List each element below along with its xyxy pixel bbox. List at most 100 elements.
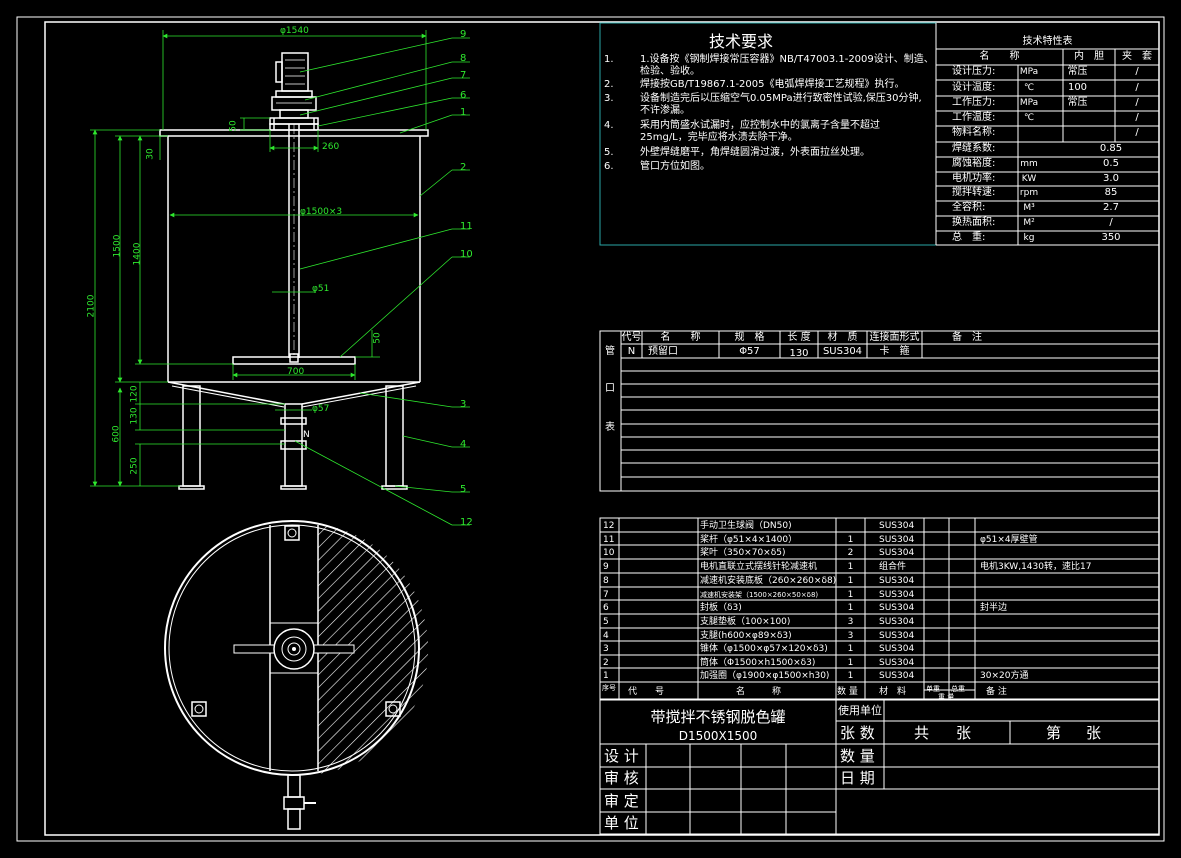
tech-req-item-5: 5. 外壁焊缝磨平，角焊缝圆滑过渡，外表面拉丝处理。 bbox=[604, 147, 934, 161]
elevation-view bbox=[159, 52, 429, 490]
spec-row-jacket: / bbox=[1135, 112, 1139, 123]
spec-row-inner: 常压 bbox=[1067, 66, 1088, 77]
bom-row-name: 桨杆（φ51×4×1400） bbox=[700, 535, 798, 545]
tech-req-no: 2. bbox=[604, 79, 614, 90]
tb-total: 共 bbox=[914, 724, 930, 742]
balloon-6: 6 bbox=[460, 90, 467, 101]
nozzle-side-label-1: 管 bbox=[605, 346, 615, 357]
bom-row-note: 封半边 bbox=[980, 603, 1008, 613]
bom-row-no: 10 bbox=[603, 548, 615, 558]
bom-row-mat: SUS304 bbox=[879, 576, 915, 586]
spec-row-name: 设计温度: bbox=[952, 82, 996, 93]
spec-row-value: 3.0 bbox=[1103, 173, 1119, 184]
spec-row-value: 0.5 bbox=[1103, 158, 1119, 169]
spec-row-jacket: / bbox=[1135, 82, 1139, 93]
balloon-10: 10 bbox=[460, 249, 473, 260]
tech-req-no: 1. bbox=[604, 54, 614, 65]
tech-req-no: 6. bbox=[604, 161, 614, 172]
bom-row-no: 11 bbox=[603, 535, 615, 545]
dim-blade-width: 700 bbox=[287, 367, 305, 377]
bom-row-qty: 2 bbox=[847, 548, 854, 558]
tb-use-unit: 使用单位 bbox=[838, 704, 882, 717]
spec-row-jacket: / bbox=[1135, 66, 1139, 77]
tb-date: 日 期 bbox=[840, 769, 875, 787]
spec-row-value: / bbox=[1109, 217, 1113, 228]
spec-row-name: 电机功率: bbox=[952, 173, 996, 184]
nozzle-header-note: 备 注 bbox=[952, 332, 982, 343]
tech-req-item-2: 2. 焊接按GB/T19867.1-2005《电弧焊焊接工艺规程》执行。 bbox=[604, 79, 934, 93]
bom-header-total-weight: 总重 bbox=[951, 685, 965, 693]
bom-row-no: 5 bbox=[603, 617, 609, 627]
balloon-12: 12 bbox=[460, 517, 473, 528]
tech-req-line: 25mg/L，完毕应将水渍去除干净。 bbox=[640, 132, 798, 143]
bom-row-qty: 1 bbox=[847, 644, 854, 654]
dim-250: 250 bbox=[129, 457, 140, 475]
bom-row-mat: SUS304 bbox=[879, 671, 915, 681]
bom-row-mat: SUS304 bbox=[879, 631, 915, 641]
nozzle-header-spec: 规 格 bbox=[734, 332, 765, 343]
spec-row-name: 焊缝系数: bbox=[952, 143, 996, 154]
nozzle-row-name: 预留口 bbox=[648, 346, 678, 357]
drawing-title: 带搅拌不锈钢脱色罐 bbox=[650, 708, 786, 726]
spec-header-inner: 内 胆 bbox=[1074, 51, 1104, 62]
spec-row-name: 设计压力: bbox=[952, 66, 996, 77]
tech-req-line: 不许渗漏。 bbox=[640, 105, 690, 116]
bom-row-name: 电机直联立式摆线针轮减速机 bbox=[700, 562, 818, 572]
nozzle-row-length: 130 bbox=[789, 348, 809, 359]
nozzle-header-material: 材 质 bbox=[827, 332, 858, 343]
bom-row-qty: 1 bbox=[847, 562, 854, 572]
bom-header-code: 代 号 bbox=[628, 687, 665, 697]
tb-page-sheet: 张 bbox=[1086, 724, 1102, 742]
spec-table-title: 技术特性表 bbox=[1022, 36, 1073, 47]
bom-header-no: 序号 bbox=[602, 684, 616, 692]
bom-row-mat: SUS304 bbox=[879, 521, 915, 531]
bom-row-name: 减速机安装底板（260×260×δ8) bbox=[700, 576, 837, 586]
dim-130: 130 bbox=[129, 407, 140, 425]
balloon-5: 5 bbox=[460, 484, 467, 495]
spec-row-jacket: / bbox=[1135, 97, 1139, 108]
balloon-8: 8 bbox=[460, 53, 467, 64]
bom-row-name: 筒体（Φ1500×h1500×δ3) bbox=[700, 658, 816, 668]
bom-row-mat: SUS304 bbox=[879, 644, 915, 654]
tb-quantity: 数 量 bbox=[840, 747, 875, 765]
nozzle-side-label-3: 表 bbox=[605, 422, 615, 433]
bom-row-qty: 1 bbox=[847, 671, 854, 681]
bom-row-note: 30×20方通 bbox=[980, 671, 1029, 681]
bom-row-name: 加强圈（φ1900×φ1500×h30) bbox=[700, 671, 830, 681]
tb-sheet-count: 张 数 bbox=[840, 724, 875, 742]
nozzle-header-length: 长 度 bbox=[787, 332, 811, 343]
bom-row-qty: 1 bbox=[847, 658, 854, 668]
tb-approve: 审 定 bbox=[604, 792, 639, 810]
bom-row-name: 桨叶（350×70×δ5) bbox=[700, 548, 786, 558]
bom-row-note: φ51×4厚壁管 bbox=[980, 535, 1038, 545]
tech-req-line: 设备制造完后以压缩空气0.05MPa进行致密性试验,保压30分钟, bbox=[640, 93, 922, 104]
bom-row-mat: 组合件 bbox=[879, 562, 907, 572]
bom-row-name: 支腿垫板（100×100) bbox=[700, 617, 791, 627]
spec-row-inner: 100 bbox=[1067, 82, 1088, 93]
spec-row-name: 工作温度: bbox=[952, 112, 996, 123]
bom-row-qty: 1 bbox=[847, 603, 854, 613]
nozzle-row-code: N bbox=[627, 346, 636, 357]
bom-row-no: 1 bbox=[603, 671, 609, 681]
tech-req-item-4: 4. 采用内筒盛水试漏时，应控制水中的氯离子含量不超过 25mg/L，完毕应将水… bbox=[604, 120, 934, 147]
nozzle-table-grid bbox=[599, 330, 1160, 492]
bom-row-mat: SUS304 bbox=[879, 548, 915, 558]
tech-req-item-6: 6. 管口方位如图。 bbox=[604, 161, 934, 175]
bom-header-qty: 数 量 bbox=[837, 687, 858, 697]
bom-row-name: 减速机安装架（1500×260×50×δ8) bbox=[700, 591, 819, 599]
tb-page-no: 第 bbox=[1046, 724, 1062, 742]
spec-row-name: 腐蚀裕度: bbox=[952, 158, 996, 169]
nozzle-header-name: 名 称 bbox=[660, 332, 701, 343]
dim-inner-height: 1400 bbox=[132, 242, 143, 266]
bom-row-no: 3 bbox=[603, 644, 609, 654]
leader-lines bbox=[294, 37, 470, 526]
bom-row-qty: 1 bbox=[847, 576, 854, 586]
bom-row-mat: SUS304 bbox=[879, 535, 915, 545]
tb-review: 审 核 bbox=[604, 769, 639, 787]
nozzle-row-spec: Φ57 bbox=[739, 346, 760, 357]
balloon-1: 1 bbox=[460, 107, 467, 118]
spec-row-name: 工作压力: bbox=[952, 97, 996, 108]
bom-row-note: 电机3KW,1430转，速比17 bbox=[980, 562, 1092, 572]
dim-leg-height: 600 bbox=[111, 425, 122, 443]
bom-row-no: 9 bbox=[603, 562, 609, 572]
